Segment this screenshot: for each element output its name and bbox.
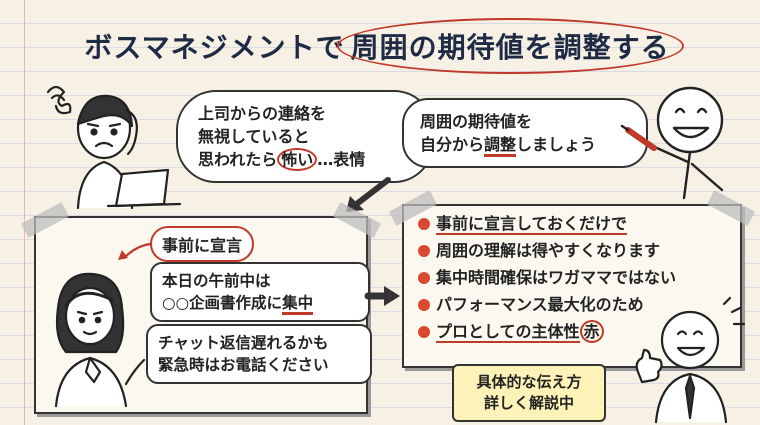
- benefit-text: プロとしての主体性: [436, 322, 580, 343]
- benefit-text: 事前に宣言しておくだけで: [436, 214, 628, 235]
- chat-delay-line-2: 緊急時はお電話ください: [158, 356, 329, 374]
- worried-line-3-pre: 思われたら: [198, 150, 278, 169]
- focus-underlined-word: 集中: [282, 294, 314, 315]
- title-prefix: ボスマネジメントで: [84, 31, 345, 64]
- worried-circled-word: 怖い: [277, 148, 318, 171]
- worried-line-2: 無視していると: [198, 127, 310, 146]
- advice-line-1: 周囲の期待値を: [420, 112, 533, 131]
- thumbs-up-man-illustration: [635, 296, 746, 424]
- bullet-dot-icon: [418, 325, 430, 338]
- focus-message-line-2-pre: ○○企画書作成に: [162, 294, 283, 312]
- focus-message-bubble: 本日の午前中は ○○企画書作成に集中: [150, 262, 370, 322]
- bullet-dot-icon: [418, 271, 430, 284]
- worried-woman-illustration: [46, 85, 182, 210]
- benefit-item: 周囲の理解は得やすくなります: [418, 237, 676, 264]
- tag-arrow: [118, 242, 152, 260]
- advice-speech-bubble: 周囲の期待値を 自分から調整しましょう: [402, 98, 648, 168]
- benefit-item: 事前に宣言しておくだけで: [418, 210, 676, 237]
- right-arrow: [364, 286, 400, 306]
- focus-message-line-1: 本日の午前中は: [162, 272, 271, 290]
- advice-line-2-post: しましょう: [516, 135, 597, 154]
- bullet-dot-icon: [418, 244, 430, 257]
- announce-tag: 事前に宣言: [150, 226, 255, 262]
- benefit-item: 集中時間確保はワガママではない: [418, 264, 676, 291]
- benefits-list: 事前に宣言しておくだけで 周囲の理解は得やすくなります 集中時間確保はワガママで…: [418, 210, 676, 345]
- advice-line-2: 自分から調整しましょう: [420, 133, 632, 157]
- title-highlight-text: 周囲の期待値を調整する: [350, 31, 670, 64]
- explanation-sticky-note: 具体的な伝え方 詳しく解説中: [452, 364, 606, 422]
- worried-line-3: 思われたら怖い…表情: [198, 148, 420, 171]
- chat-delay-message-bubble: チャット返信遅れるかも 緊急時はお電話ください: [146, 324, 372, 384]
- benefit-text: 周囲の理解は得やすくなります: [436, 241, 661, 260]
- benefit-circled-word: 赤: [579, 320, 604, 343]
- advice-underlined-word: 調整: [484, 135, 517, 157]
- bullet-dot-icon: [418, 298, 430, 311]
- worried-line-1: 上司からの連絡を: [198, 104, 327, 123]
- benefit-item: パフォーマンス最大化のため: [418, 291, 676, 318]
- benefit-item: プロとしての主体性赤: [418, 318, 676, 345]
- stick-man-illustration: [620, 86, 724, 200]
- bullet-dot-icon: [418, 217, 430, 230]
- worried-line-3-post: …表情: [317, 150, 366, 169]
- note-line-1: 具体的な伝え方: [476, 373, 582, 391]
- advice-line-2-pre: 自分から: [420, 135, 485, 154]
- pointing-woman-illustration: [54, 272, 146, 408]
- focus-message-line-2: ○○企画書作成に集中: [162, 292, 358, 315]
- page-title: ボスマネジメントで周囲の期待値を調整する: [0, 18, 760, 74]
- benefit-text: パフォーマンス最大化のため: [436, 295, 644, 314]
- notebook-margin-line: [24, 0, 25, 425]
- benefit-text: 集中時間確保はワガママではない: [436, 268, 677, 287]
- note-line-2: 詳しく解説中: [483, 394, 574, 412]
- chat-delay-line-1: チャット返信遅れるかも: [158, 334, 329, 352]
- title-highlight: 周囲の期待値を調整する: [336, 18, 684, 74]
- worried-thought-bubble: 上司からの連絡を 無視していると 思われたら怖い…表情: [176, 90, 434, 183]
